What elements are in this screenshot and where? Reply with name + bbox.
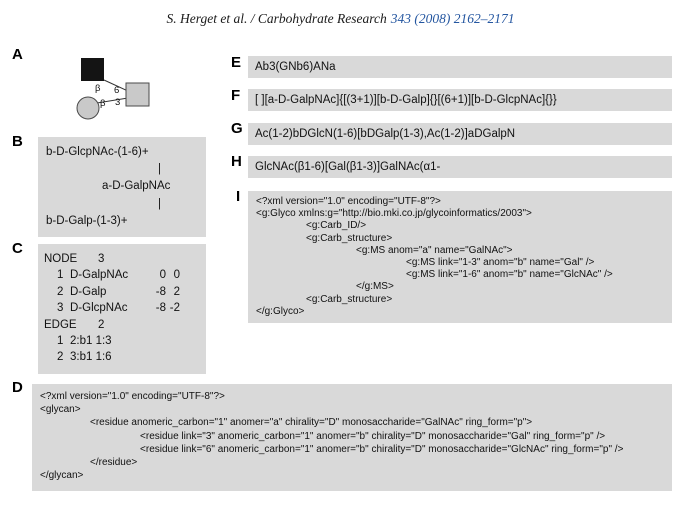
node-header: NODE 3 xyxy=(44,251,200,267)
panel-a-label: A xyxy=(12,46,23,63)
iupac-branch-bar: | xyxy=(158,163,161,176)
page-header: S. Herget et al. / Carbohydrate Research… xyxy=(0,11,681,27)
panel-b-label: B xyxy=(12,133,23,150)
panel-c-label: C xyxy=(12,240,23,257)
xml-code-line: </residue> xyxy=(40,457,138,469)
edge-def: 3:b1 1:6 xyxy=(70,351,112,364)
panel-f-label: F xyxy=(231,87,241,104)
header-citation: 343 (2008) 2162–2171 xyxy=(390,11,515,26)
xml-code-line: <g:MS link="1-3" anom="b" name="Gal" /> xyxy=(256,257,595,269)
panel-c-box: NODE 3 1 D-GalpNAc 0 0 2 D-Galp -8 2 3 D… xyxy=(38,244,206,374)
xml-code-line: <g:MS link="1-6" anom="b" name="GlcNAc" … xyxy=(256,269,613,281)
edge-id: 2 xyxy=(57,351,64,364)
xml-code-line: <g:MS anom="a" name="GalNAc"> xyxy=(256,244,513,256)
iupac-condensed-text: GlcNAc(β1-6)[Gal(β1-3)]GalNAc(α1- xyxy=(255,161,441,173)
glycan-diagram: β 6 β 3 xyxy=(76,58,150,120)
top-linkage-label: 6 xyxy=(114,85,119,96)
panel-i-label: I xyxy=(236,188,241,205)
xml-code-line: <residue link="6" anomeric_carbon="1" an… xyxy=(40,443,624,455)
node-y: -2 xyxy=(169,302,180,315)
node-id: 2 xyxy=(57,285,64,298)
node-row: 2 D-Galp -8 2 xyxy=(44,284,200,300)
node-id: 1 xyxy=(57,269,64,282)
glcnac-black-square-icon xyxy=(81,58,104,81)
panel-g-box: Ac(1-2)bDGlcN(1-6)[bDGalp(1-3),Ac(1-2)]a… xyxy=(248,123,672,145)
iupac-branch-bar: | xyxy=(158,197,161,210)
header-authors: S. Herget et al. / Carbohydrate Research xyxy=(166,11,387,26)
galnac-gray-square-icon xyxy=(125,82,150,107)
panel-f-box: [ ][a-D-GalpNAc]{[(3+1)][b-D-Galp]{}[(6+… xyxy=(248,89,672,111)
xml-code-line: <g:Carb_structure> xyxy=(256,232,393,244)
xml-code-line: <?xml version="1.0" encoding="UTF-8"?> xyxy=(256,196,441,207)
panel-g-label: G xyxy=(231,120,243,137)
node-row: 3 D-GlcpNAc -8 -2 xyxy=(44,300,200,316)
edge-def: 2:b1 1:3 xyxy=(70,335,112,348)
node-x: -8 xyxy=(155,302,166,315)
xml-code-line: <residue link="3" anomeric_carbon="1" an… xyxy=(40,430,606,442)
xml-code-line: </g:Glyco> xyxy=(256,305,305,317)
top-anomer-label: β xyxy=(95,83,101,94)
xml-code-line: <g:Glyco xmlns:g="http://bio.mki.co.jp/g… xyxy=(256,208,532,220)
node-count: 3 xyxy=(98,253,105,265)
linearcode-text: Ab3(GNb6)ANa xyxy=(255,61,336,73)
panel-i-box: <?xml version="1.0" encoding="UTF-8"?> <… xyxy=(248,191,672,323)
edge-header: EDGE 2 xyxy=(44,317,200,333)
node-keyword: NODE xyxy=(44,253,78,265)
xml-code-line: <g:Carb_structure> xyxy=(256,293,393,305)
xml-code-line: <residue anomeric_carbon="1" anomer="a" … xyxy=(40,417,533,429)
node-name: D-GalpNAc xyxy=(70,269,129,282)
panel-h-label: H xyxy=(231,153,242,170)
gal-gray-circle-icon xyxy=(76,96,100,120)
edge-row: 1 2:b1 1:3 xyxy=(44,333,200,349)
linkage-line-bottom xyxy=(96,97,129,104)
xml-code-line: <g:Carb_ID/> xyxy=(256,220,367,232)
xml-code-line: </g:MS> xyxy=(256,281,394,293)
iupac-line: b-D-GlcpNAc-(1-6)+ xyxy=(46,146,149,158)
edge-count: 2 xyxy=(98,318,105,331)
xml-code-line: <?xml version="1.0" encoding="UTF-8"?> xyxy=(40,391,225,402)
panel-e-label: E xyxy=(231,54,242,71)
node-y: 0 xyxy=(173,269,180,282)
edge-row: 2 3:b1 1:6 xyxy=(44,349,200,365)
edge-keyword: EDGE xyxy=(44,318,77,331)
iupac-line: b-D-Galp-(1-3)+ xyxy=(46,214,128,227)
linkage-line-top xyxy=(103,79,129,92)
bottom-anomer-label: β xyxy=(100,98,106,109)
iupac-line: a-D-GalpNAc xyxy=(102,180,171,193)
node-x: 0 xyxy=(159,269,166,282)
bottom-linkage-label: 3 xyxy=(115,97,120,108)
node-y: 2 xyxy=(173,285,180,298)
node-name: D-Galp xyxy=(70,285,107,298)
panel-d-box: <?xml version="1.0" encoding="UTF-8"?> <… xyxy=(32,384,672,491)
panel-h-box: GlcNAc(β1-6)[Gal(β1-3)]GalNAc(α1- xyxy=(248,156,672,178)
panel-d-label: D xyxy=(12,379,23,396)
panel-e-box: Ab3(GNb6)ANa xyxy=(248,56,672,78)
node-x: -8 xyxy=(155,285,166,298)
carbbank-text: Ac(1-2)bDGlcN(1-6)[bDGalp(1-3),Ac(1-2)]a… xyxy=(255,128,516,140)
panel-b-box: b-D-GlcpNAc-(1-6)+ | a-D-GalpNAc | b-D-G… xyxy=(38,137,206,237)
edge-id: 1 xyxy=(57,335,64,348)
xml-code-line: <glycan> xyxy=(40,404,81,416)
node-id: 3 xyxy=(57,302,64,315)
node-name: D-GlcpNAc xyxy=(70,302,128,315)
linucs-text: [ ][a-D-GalpNAc]{[(3+1)][b-D-Galp]{}[(6+… xyxy=(255,94,557,106)
xml-code-line: </glycan> xyxy=(40,470,84,482)
node-row: 1 D-GalpNAc 0 0 xyxy=(44,267,200,283)
